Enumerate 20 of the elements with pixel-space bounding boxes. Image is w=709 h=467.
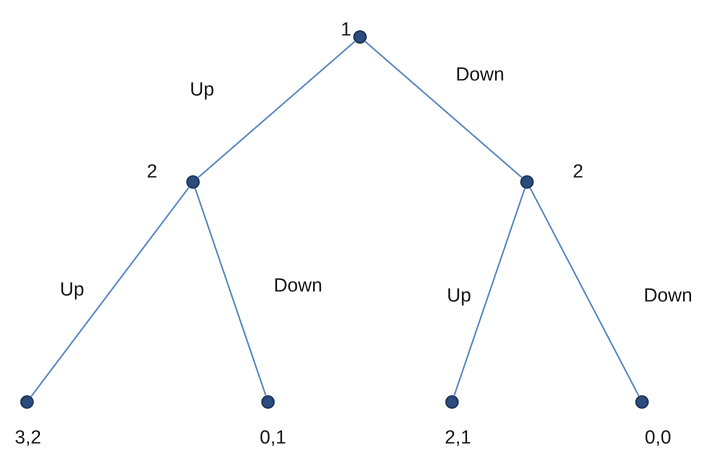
tree-branch-line xyxy=(198,41,356,178)
tree-branch-line xyxy=(30,187,190,397)
decision-node-dot xyxy=(445,395,459,409)
decision-node-dot xyxy=(635,395,649,409)
decision-node-dot xyxy=(520,175,534,189)
payoff-label: 0,0 xyxy=(644,428,672,448)
player-label: 1 xyxy=(340,20,352,40)
decision-node-dot xyxy=(261,395,275,409)
player-label: 2 xyxy=(572,162,584,182)
tree-branch-line xyxy=(364,41,522,178)
payoff-label: 2,1 xyxy=(444,428,472,448)
decision-node-dot xyxy=(20,395,34,409)
tree-branch-line xyxy=(530,188,640,396)
tree-branch-line xyxy=(194,188,266,396)
decision-node-dot xyxy=(353,30,367,44)
payoff-label: 0,1 xyxy=(260,428,286,448)
payoff-label: 3,2 xyxy=(14,428,42,448)
player-label: 2 xyxy=(146,162,158,182)
tree-branch-line xyxy=(454,188,526,396)
decision-node-dot xyxy=(186,175,200,189)
